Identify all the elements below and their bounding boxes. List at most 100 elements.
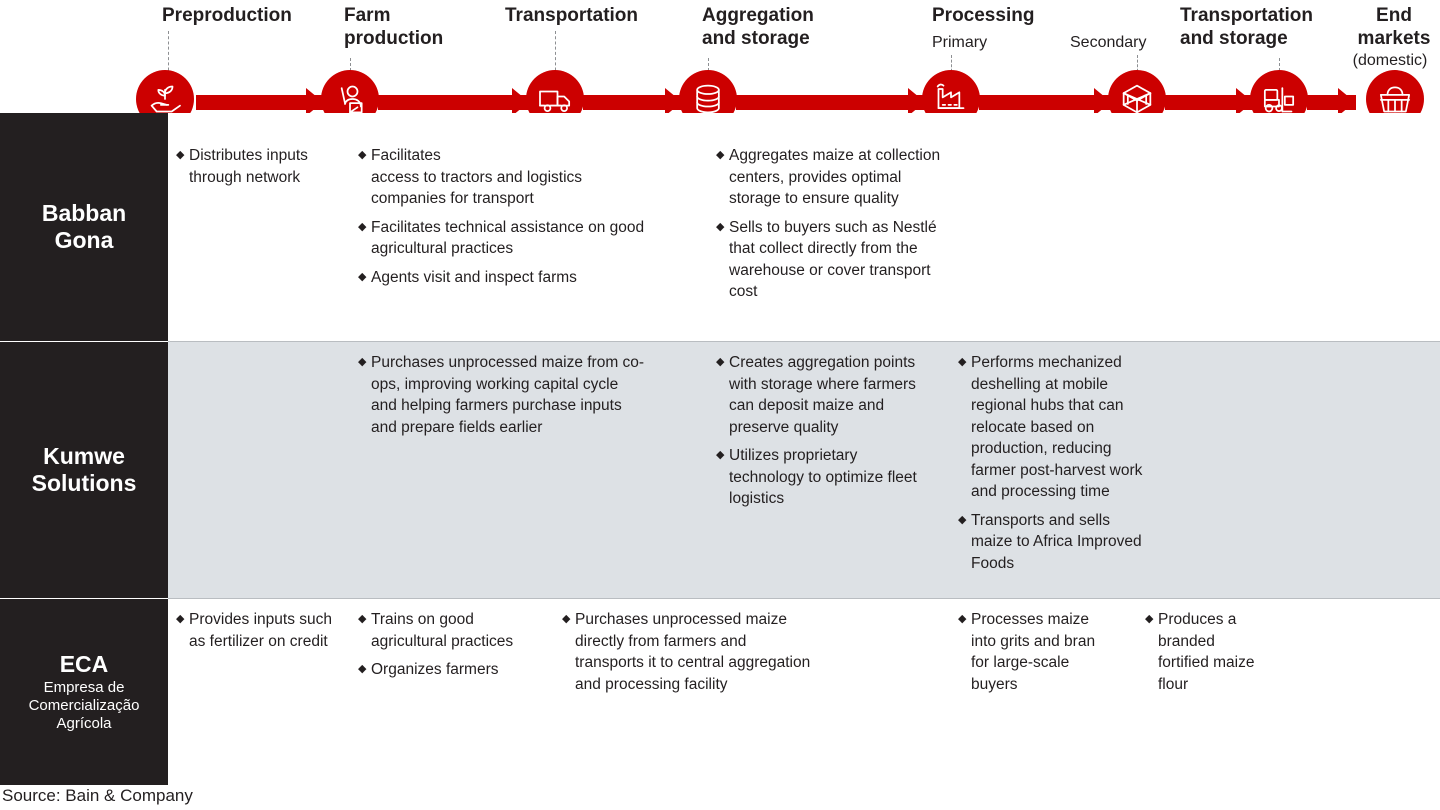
- guide-transportation: [555, 31, 556, 81]
- stage-label-preproduction: Preproduction: [162, 5, 292, 26]
- bullet-text: Creates aggregation points with storage …: [729, 354, 916, 436]
- bullet-item: ◆ Distributes inputs through network: [176, 145, 344, 188]
- guide-secondary: [1137, 55, 1138, 81]
- row-label-babban-gona: Babban Gona: [0, 113, 168, 341]
- bullet-text: Produces a branded fortified maize flour: [1158, 611, 1255, 693]
- bullet-text: Processes maize into grits and bran for …: [971, 611, 1096, 693]
- bullet-diamond-icon: ◆: [716, 356, 725, 368]
- cell-eca-farm-production: ◆ Trains on good agricultural practices …: [358, 609, 548, 681]
- bullet-item: ◆ Utilizes proprietary technology to opt…: [716, 445, 921, 510]
- row-eca: ECA Empresa de Comercialização Agrícola …: [0, 599, 1440, 785]
- bullet-text: Distributes inputs through network: [189, 147, 308, 186]
- row-subtitle: Empresa de Comercialização Agrícola: [28, 679, 140, 732]
- stage-label-processing: Processing: [932, 5, 1035, 26]
- bullet-item: ◆ Sells to buyers such as Nestlé that co…: [716, 217, 946, 303]
- cell-kumwe-aggregation: ◆ Creates aggregation points with storag…: [716, 352, 921, 510]
- bullet-text: Transports and sells maize to Africa Imp…: [971, 511, 1142, 572]
- bullet-diamond-icon: ◆: [958, 613, 967, 625]
- bullet-item: ◆ Creates aggregation points with storag…: [716, 352, 921, 438]
- row-title: Kumwe Solutions: [31, 443, 137, 496]
- bullet-item: ◆ Purchases unprocessed maize directly f…: [562, 609, 814, 695]
- stage-label-transportation: Transportation: [505, 5, 639, 26]
- bullet-item: ◆ Produces a branded fortified maize flo…: [1145, 609, 1265, 695]
- cell-babban-preproduction: ◆ Distributes inputs through network: [176, 145, 344, 188]
- stage-sublabel-domestic: (domestic): [1352, 52, 1428, 69]
- bullet-text: Aggregates maize at collection centers, …: [729, 147, 941, 207]
- stage-label-aggregation: Aggregation and storage: [702, 5, 814, 49]
- seedling-in-hand-icon: [145, 79, 185, 119]
- row-divider-2: [168, 598, 1440, 599]
- bullet-diamond-icon: ◆: [716, 449, 725, 461]
- row-band-babban-gona: [168, 113, 1440, 341]
- truck-icon: [535, 79, 575, 119]
- bullet-text: Utilizes proprietary technology to optim…: [729, 447, 917, 507]
- row-label-eca: ECA Empresa de Comercialização Agrícola: [0, 599, 168, 785]
- cell-babban-aggregation: ◆ Aggregates maize at collection centers…: [716, 145, 946, 303]
- arrowhead-6: [1236, 88, 1253, 116]
- arrowhead-5: [1094, 88, 1111, 116]
- factory-icon: [931, 79, 971, 119]
- guide-processing: [951, 55, 952, 81]
- cell-babban-farm-production: ◆ Facilitates access to tractors and log…: [358, 145, 658, 288]
- bullet-diamond-icon: ◆: [176, 149, 185, 161]
- row-kumwe-solutions: Kumwe Solutions ◆ Purchases unprocessed …: [0, 342, 1440, 598]
- stage-sublabel-secondary: Secondary: [1070, 34, 1147, 51]
- bullet-diamond-icon: ◆: [958, 513, 967, 526]
- cell-eca-processing: ◆ Processes maize into grits and bran fo…: [958, 609, 1098, 695]
- arrowhead-1: [306, 88, 323, 116]
- guide-farm-production: [350, 58, 351, 81]
- cell-eca-transportation: ◆ Purchases unprocessed maize directly f…: [562, 609, 814, 695]
- bullet-diamond-icon: ◆: [176, 613, 185, 625]
- bullet-item: ◆ Agents visit and inspect farms: [358, 267, 658, 289]
- bullet-text: Organizes farmers: [371, 661, 499, 678]
- bullet-diamond-icon: ◆: [358, 613, 367, 625]
- bullet-diamond-icon: ◆: [358, 663, 367, 675]
- row-babban-gona: Babban Gona ◆ Distributes inputs through…: [0, 113, 1440, 341]
- connector-3: [583, 95, 683, 110]
- bullet-item: ◆ Provides inputs such as fertilizer on …: [176, 609, 336, 652]
- bullet-diamond-icon: ◆: [958, 356, 967, 368]
- bullet-text: Performs mechanized deshelling at mobile…: [971, 354, 1143, 500]
- shopping-basket-icon: [1375, 79, 1415, 119]
- bullet-item: ◆ Trains on good agricultural practices: [358, 609, 548, 652]
- row-title: Babban Gona: [41, 200, 127, 253]
- bullet-diamond-icon: ◆: [358, 149, 367, 161]
- arrowhead-3: [665, 88, 682, 116]
- guide-preproduction: [168, 31, 169, 81]
- cell-eca-preproduction: ◆ Provides inputs such as fertilizer on …: [176, 609, 336, 652]
- row-divider-1: [168, 341, 1440, 342]
- farmer-icon: [330, 79, 370, 119]
- bullet-diamond-icon: ◆: [1145, 613, 1154, 625]
- cell-kumwe-farm-production: ◆ Purchases unprocessed maize from co-op…: [358, 352, 648, 438]
- cell-eca-secondary: ◆ Produces a branded fortified maize flo…: [1145, 609, 1265, 695]
- bullet-diamond-icon: ◆: [562, 613, 571, 625]
- bullet-item: ◆ Processes maize into grits and bran fo…: [958, 609, 1098, 695]
- bullet-item: ◆ Performs mechanized deshelling at mobi…: [958, 352, 1150, 503]
- open-box-icon: [1117, 79, 1157, 119]
- bullet-diamond-icon: ◆: [358, 220, 367, 233]
- silo-icon: [688, 79, 728, 119]
- bullet-item: ◆ Purchases unprocessed maize from co-op…: [358, 352, 648, 438]
- stage-label-farm-production: Farm production: [344, 5, 444, 49]
- connector-4: [736, 95, 926, 110]
- bullet-item: ◆ Facilitates access to tractors and log…: [358, 145, 658, 210]
- guide-aggregation: [708, 58, 709, 81]
- forklift-icon: [1259, 79, 1299, 119]
- connector-5: [979, 95, 1112, 110]
- bullet-text: Agents visit and inspect farms: [371, 268, 577, 286]
- arrowhead-4: [908, 88, 925, 116]
- bullet-diamond-icon: ◆: [358, 356, 367, 368]
- stage-label-end-markets: End markets: [1357, 5, 1431, 49]
- connector-6: [1165, 95, 1254, 110]
- bullet-item: ◆ Aggregates maize at collection centers…: [716, 145, 946, 210]
- connector-1: [196, 95, 324, 110]
- bullet-item: ◆ Organizes farmers: [358, 659, 548, 681]
- arrowhead-7: [1338, 88, 1355, 116]
- cell-kumwe-processing: ◆ Performs mechanized deshelling at mobi…: [958, 352, 1150, 574]
- row-label-kumwe-solutions: Kumwe Solutions: [0, 342, 168, 598]
- source-note: Source: Bain & Company: [2, 786, 193, 805]
- bullet-text: Facilitates technical assistance on good…: [371, 218, 645, 258]
- bullet-text: Facilitates access to tractors and logis…: [371, 147, 583, 207]
- guide-transport-storage: [1279, 58, 1280, 81]
- row-band-kumwe: [168, 342, 1440, 598]
